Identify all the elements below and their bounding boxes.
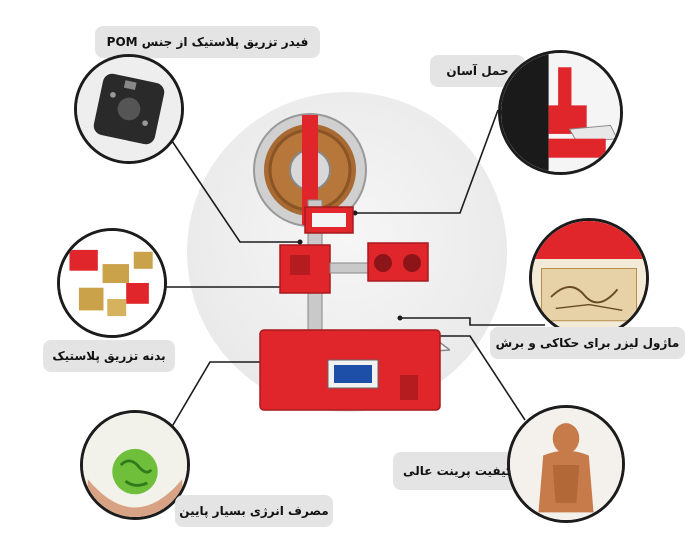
label-plastic-body: بدنه تزریق پلاستیک xyxy=(43,340,175,372)
label-laser-module: ماژول لیزر برای حکاکی و برش xyxy=(490,327,685,359)
label-pom-feeder: فیدر تزریق پلاستیک از جنس POM xyxy=(95,26,320,58)
filament-spool-icon xyxy=(253,113,367,227)
dot-pom-feeder xyxy=(297,239,303,245)
carry-printer-image-icon xyxy=(498,50,623,175)
label-low-power: مصرف انرژی بسیار پایین xyxy=(175,495,333,527)
dot-laser xyxy=(397,315,403,321)
globe-in-hands-image-icon xyxy=(80,410,190,520)
label-print-quality: کیفیت پرینت عالی xyxy=(393,452,523,490)
plastic-parts-image-icon xyxy=(57,228,167,338)
engraved-wood-image-icon xyxy=(529,218,649,338)
printer-illustration xyxy=(250,95,453,420)
line-pom-feeder xyxy=(169,137,300,243)
line-portable xyxy=(355,109,499,214)
printed-statue-image-icon xyxy=(507,405,625,523)
line-laser xyxy=(400,317,545,326)
pom-feeder-image-icon xyxy=(74,54,184,164)
